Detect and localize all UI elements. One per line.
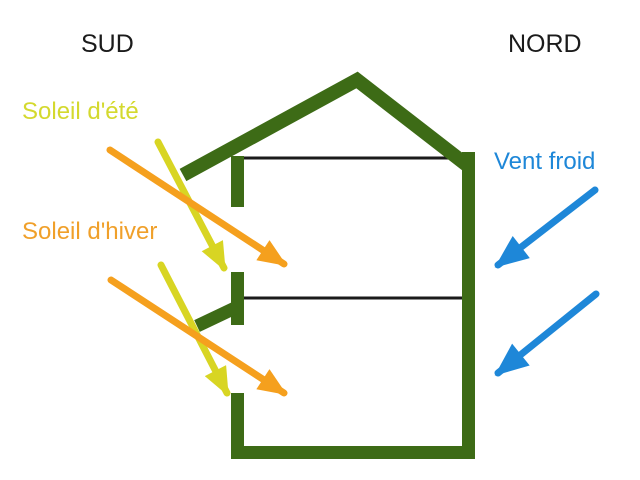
south-wall-middle-segment [231,272,244,325]
south-wall-lower-segment [231,393,244,458]
winter-sun-label: Soleil d'hiver [22,218,158,245]
north-direction-label: NORD [508,30,582,58]
cold-wind-arrow-lower [494,290,600,377]
south-wall-upper-segment [231,156,244,207]
summer-sun-arrow-lower [157,261,231,397]
cold-wind-label: Vent froid [494,148,596,175]
winter-sun-arrow-lower [107,276,288,397]
winter-sun-arrow-upper [106,146,288,268]
ground-floor [231,446,475,459]
roof [179,71,473,182]
south-direction-label: SUD [81,30,134,58]
cold-wind-arrow-upper [494,186,599,269]
sun-shade-awning [194,301,240,332]
summer-sun-label: Soleil d'été [22,98,139,125]
north-wall [462,152,475,458]
